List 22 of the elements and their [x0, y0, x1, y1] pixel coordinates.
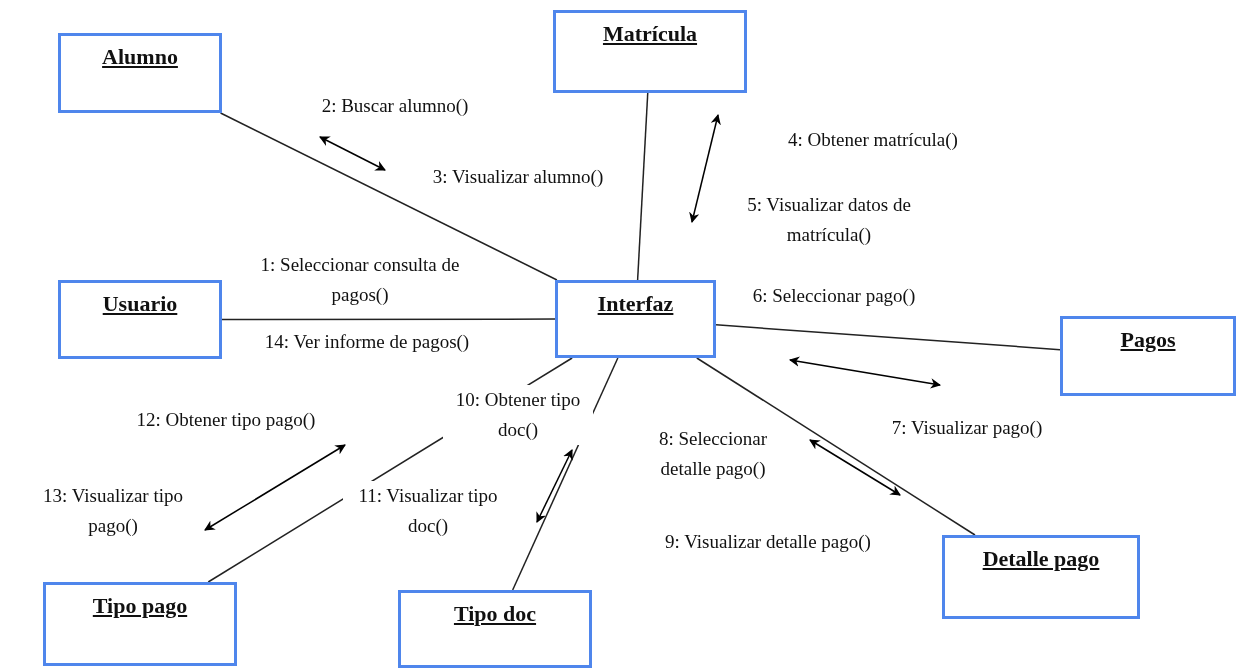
connector-line — [696, 357, 976, 536]
class-name: Tipo pago — [92, 593, 188, 619]
class-name: Alumno — [102, 44, 178, 70]
connector-line — [715, 324, 1061, 351]
class-box — [58, 33, 222, 113]
class-name: Interfaz — [597, 291, 674, 317]
message-label: 10: Obtener tipo doc() — [443, 385, 593, 445]
connector-line — [221, 318, 556, 321]
class-name: Tipo doc — [453, 601, 537, 627]
class-box — [942, 535, 1140, 619]
connector-line — [219, 112, 558, 281]
class-box — [1060, 316, 1236, 396]
class-name: Matrícula — [602, 21, 698, 47]
class-box — [553, 10, 747, 93]
class-box — [398, 590, 592, 668]
class-box — [43, 582, 237, 666]
class-name: Usuario — [102, 291, 178, 317]
class-name: Detalle pago — [982, 546, 1100, 572]
connector-line — [636, 92, 649, 281]
class-box — [555, 280, 716, 358]
class-name: Pagos — [1120, 327, 1176, 353]
class-box — [58, 280, 222, 359]
